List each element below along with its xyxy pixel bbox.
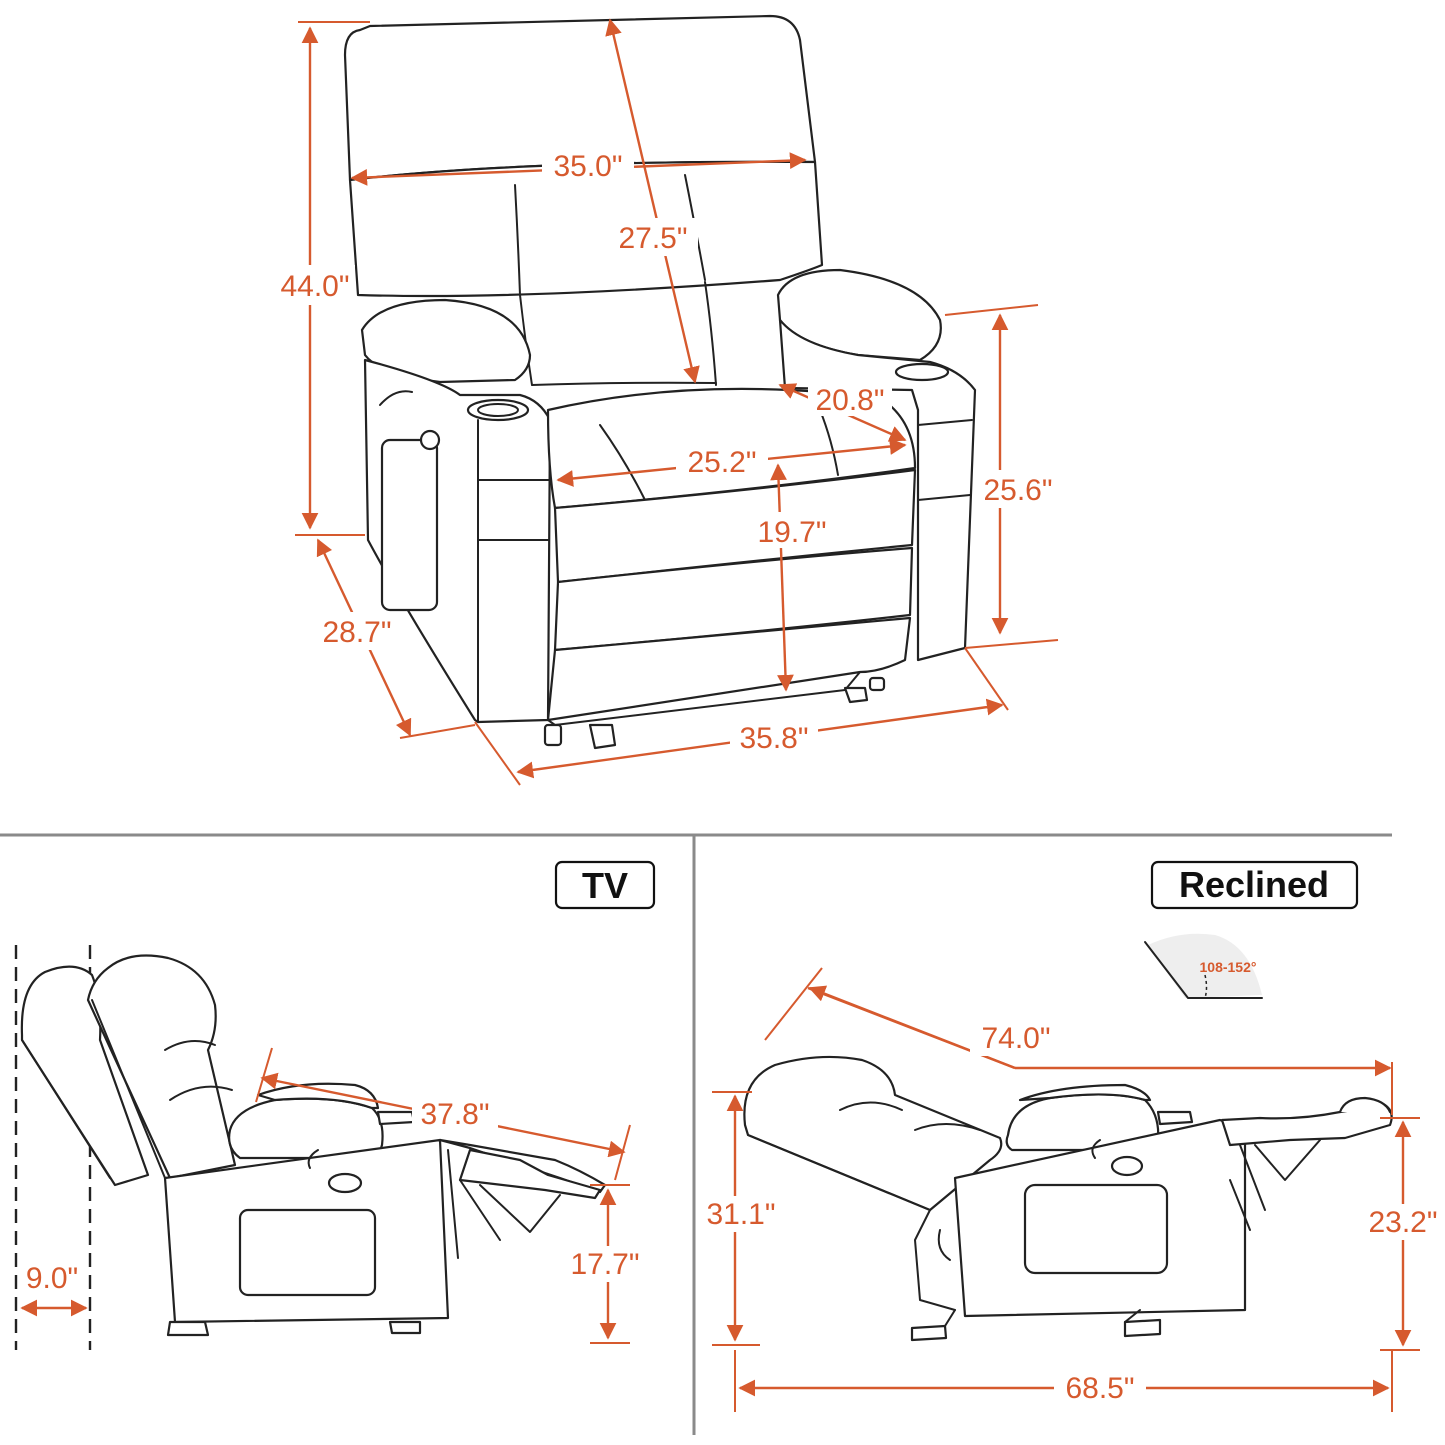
reclined-panel: Reclined 108-152° — [700, 860, 1444, 1412]
dim-seat-depth: 20.8" — [815, 384, 884, 417]
dim-wall-clearance: 9.0" — [26, 1262, 78, 1295]
tv-label: TV — [582, 865, 628, 906]
dim-tv-footrest-height: 17.7" — [570, 1248, 639, 1281]
dim-reclined-height: 31.1" — [706, 1198, 775, 1231]
dim-back-width: 35.0" — [553, 150, 622, 183]
dim-arm-height: 25.6" — [983, 474, 1052, 507]
dim-width: 35.8" — [739, 722, 808, 755]
tv-label-box — [554, 860, 656, 910]
dim-height-total: 44.0" — [280, 270, 349, 303]
reclined-label: Reclined — [1179, 864, 1329, 905]
front-view-dimensions: 44.0" 35.0" 27.5" 20.8" 25.2" 19.7" 25.6… — [275, 18, 1061, 786]
dim-seat-width: 25.2" — [687, 446, 756, 479]
dim-reclined-length: 74.0" — [981, 1022, 1050, 1055]
dim-recline-angle: 108-152° — [1200, 959, 1257, 975]
tv-panel: TV 9.0" 37.8" — [14, 860, 656, 1350]
dim-reclined-footrest-height: 23.2" — [1368, 1206, 1437, 1239]
dim-reclined-floor-length: 68.5" — [1065, 1372, 1134, 1405]
recline-angle-icon: 108-152° — [1144, 933, 1263, 999]
dim-back-height: 27.5" — [618, 222, 687, 255]
dim-depth: 28.7" — [322, 616, 391, 649]
dim-seat-height: 19.7" — [757, 516, 826, 549]
reclined-label-box — [1150, 860, 1359, 910]
dim-tv-length: 37.8" — [420, 1098, 489, 1131]
front-view-recliner — [343, 14, 977, 750]
